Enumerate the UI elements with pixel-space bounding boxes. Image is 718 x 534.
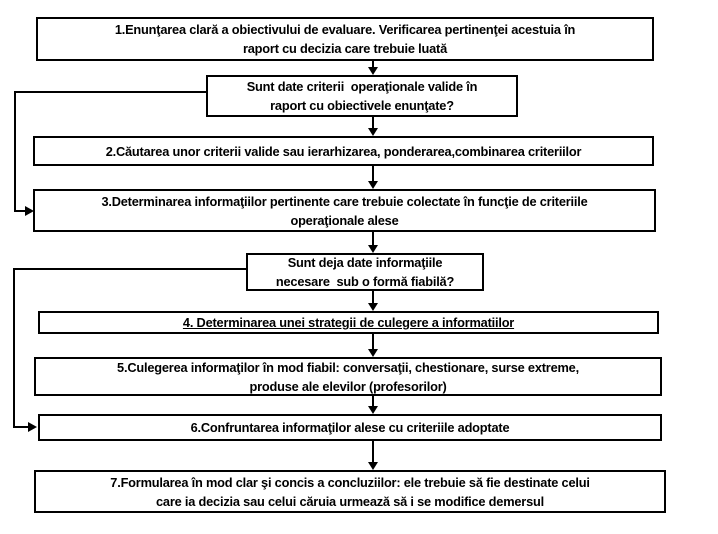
feedback2-horizontal-line [13, 268, 246, 270]
flow-box-step-7-label: 7.Formularea în mod clar şi concis a con… [110, 474, 590, 509]
feedback1-horizontal-line [14, 91, 206, 93]
feedback2-vertical-line [13, 268, 15, 427]
arrow-step4-to-step5-icon [368, 334, 378, 357]
flow-box-decision-info-label: Sunt deja date informaţiile necesare sub… [275, 255, 455, 289]
arrow-step6-to-step7-icon [368, 441, 378, 470]
feedback1-vertical-line [14, 91, 16, 212]
arrow-step2-to-step3-icon [368, 166, 378, 189]
arrow-step5-to-step6-icon [368, 396, 378, 414]
flow-box-step-7: 7.Formularea în mod clar şi concis a con… [34, 470, 666, 513]
arrow-decision1-to-step2-icon [368, 117, 378, 136]
feedback1-entry-line [14, 210, 26, 212]
arrow-step3-to-decision2-icon [368, 232, 378, 253]
flow-box-step-3-label: 3.Determinarea informaţiilor pertinente … [101, 193, 588, 228]
flow-box-decision-criteria: Sunt date criterii operaţionale valide î… [206, 75, 518, 117]
flow-box-step-5: 5.Culegerea informaţilor în mod fiabil: … [34, 357, 662, 396]
flow-box-step-4: 4. Determinarea unei strategii de culege… [38, 311, 659, 334]
feedback2-entry-line [13, 426, 29, 428]
arrow-step1-to-decision1-icon [368, 61, 378, 75]
flow-box-step-2: 2.Căutarea unor criterii valide sau iera… [33, 136, 654, 166]
flow-box-step-6: 6.Confruntarea informaţilor alese cu cri… [38, 414, 662, 441]
flow-box-step-3: 3.Determinarea informaţiilor pertinente … [33, 189, 656, 232]
flow-box-decision-criteria-label: Sunt date criterii operaţionale valide î… [246, 79, 478, 113]
flow-box-step-2-label: 2.Căutarea unor criterii valide sau iera… [105, 143, 582, 159]
feedback1-arrowhead-icon [25, 206, 34, 216]
flow-box-step-1-label: 1.Enunţarea clară a obiectivului de eval… [114, 22, 576, 56]
flow-box-decision-info: Sunt deja date informaţiile necesare sub… [246, 253, 484, 291]
flow-box-step-5-label: 5.Culegerea informaţilor în mod fiabil: … [117, 359, 579, 394]
feedback2-arrowhead-icon [28, 422, 37, 432]
flow-box-step-4-label: 4. Determinarea unei strategii de culege… [182, 315, 515, 330]
arrow-decision2-to-step4-icon [368, 291, 378, 311]
flow-box-step-1: 1.Enunţarea clară a obiectivului de eval… [36, 17, 654, 61]
flow-box-step-6-label: 6.Confruntarea informaţilor alese cu cri… [190, 420, 510, 435]
